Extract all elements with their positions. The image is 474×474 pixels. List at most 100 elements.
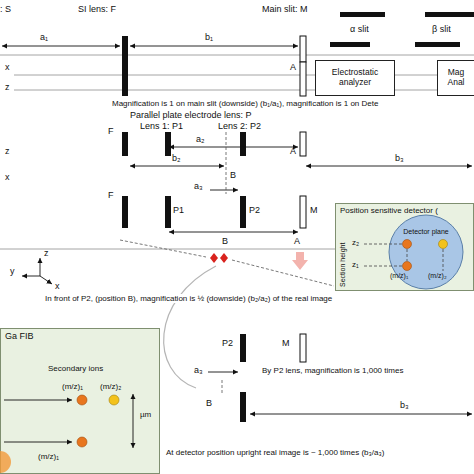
dimension-label: a₂ <box>196 134 205 144</box>
axis-arrow <box>40 258 41 276</box>
position-label: A <box>294 236 300 246</box>
beam-line <box>14 75 474 76</box>
part-label: Parallel plate electrode lens: P <box>130 110 252 120</box>
part-label: β slit <box>432 24 451 34</box>
detector-spots <box>364 266 402 267</box>
node-text: Electrostatic analyzer <box>318 68 392 88</box>
beam-line <box>0 55 474 56</box>
axis-label: x <box>5 172 10 182</box>
dimension-label: b₃ <box>400 400 409 410</box>
slit-bar <box>122 196 128 228</box>
position-marker <box>232 260 334 286</box>
dimension-label: b₃ <box>395 153 404 163</box>
part-label: Main slit: M <box>262 4 308 14</box>
panel-heading: Ga FIB <box>5 331 155 342</box>
ion-image <box>220 253 228 263</box>
slit-bar <box>122 62 128 96</box>
position-label: A <box>290 146 296 156</box>
axis-label: y <box>10 266 15 276</box>
detector-spots <box>403 240 412 249</box>
slit-bar <box>330 42 370 47</box>
detector-spots <box>443 249 444 271</box>
slit-bar <box>240 132 246 156</box>
dimension-label: b₁ <box>205 32 213 42</box>
part-label: F <box>108 126 114 136</box>
slit-bar <box>240 392 246 422</box>
secondary-ion-sketch <box>4 394 133 448</box>
dimension-arrow <box>210 190 238 191</box>
axis-label: z <box>5 82 10 92</box>
main-slit <box>300 334 306 362</box>
part-label: α slit <box>350 24 369 34</box>
secondary-ion-sketch <box>77 437 87 447</box>
dimension-label: µm <box>140 410 151 419</box>
axis-label: x <box>5 62 10 72</box>
dimension-label: a₃ <box>194 365 203 375</box>
dimension-arrow <box>2 46 120 47</box>
analyzer-box: Mag Anal <box>437 60 474 96</box>
ion-path-curve <box>164 266 216 388</box>
analyzer-box: Electrostatic analyzer <box>315 60 395 96</box>
dimension-label: b₂ <box>172 153 181 163</box>
slit-bar <box>240 334 246 362</box>
position-label: B <box>222 236 228 246</box>
part-label: : S <box>0 4 11 14</box>
slit-bar <box>240 196 246 228</box>
dimension-arrow <box>250 414 472 415</box>
dimension-arrow <box>169 147 298 148</box>
position-label: B <box>206 398 212 408</box>
slit-bar <box>165 132 171 156</box>
panel-heading: Position sensitive detector ( <box>340 206 469 216</box>
ion-image <box>292 252 308 270</box>
position-marker <box>222 380 223 394</box>
dimension-arrow <box>130 166 224 167</box>
dimension-arrow <box>208 372 238 373</box>
main-slit <box>300 196 306 228</box>
caption-text: In front of P2, (position B), magnificat… <box>45 294 332 303</box>
caption-text: Magnification is 1 on main slit (downsid… <box>112 99 378 108</box>
position-label: A <box>290 62 296 72</box>
node-text: Detector plane <box>388 228 464 236</box>
ion-image <box>210 253 218 263</box>
inset-panel: Ga FIB <box>0 328 160 474</box>
main-slit <box>300 62 306 96</box>
position-marker <box>226 132 227 194</box>
slit-bar <box>165 196 171 228</box>
secondary-ion-sketch <box>0 451 11 473</box>
dimension-arrow <box>169 232 298 233</box>
slit-bar <box>340 12 385 17</box>
slit-bar <box>122 12 474 422</box>
dimension-arrow <box>208 190 238 372</box>
axis-label: z <box>44 248 49 258</box>
part-label: SI lens: F <box>78 4 116 14</box>
mass-label: (m/z)₁ <box>62 382 83 391</box>
caption-text: By P2 lens, magnification is 1,000 times <box>262 366 403 375</box>
axis-arrow <box>40 276 52 284</box>
part-label: F <box>108 190 114 200</box>
dimension-label: a₃ <box>194 181 203 191</box>
axis-arrow <box>22 258 52 284</box>
detector-outline <box>389 215 463 289</box>
slit-bar <box>122 36 128 62</box>
mass-label: (m/z)₂ <box>100 382 121 391</box>
axis-label: z₂ <box>352 238 359 247</box>
mass-label: (m/z)₁ <box>38 452 59 461</box>
part-label: P1 <box>173 205 184 215</box>
axis-label: z₁ <box>352 260 359 269</box>
axis-label: Section height <box>339 243 347 287</box>
part-label: Secondary ions <box>48 364 103 373</box>
dimension-arrow <box>306 166 472 167</box>
detector-spots <box>364 244 402 245</box>
detector-spots <box>407 249 408 261</box>
detector-spots <box>439 240 448 249</box>
main-slit <box>300 132 306 156</box>
node-text: Mag Anal <box>440 68 472 88</box>
ion-path-curve <box>164 266 216 388</box>
caption-text: At detector position upright real image … <box>166 448 384 457</box>
part-label: P2 <box>249 205 260 215</box>
position-marker <box>120 240 206 257</box>
part-label: P2 <box>222 338 233 348</box>
beam-line <box>14 90 474 91</box>
detector-spots <box>364 244 443 271</box>
